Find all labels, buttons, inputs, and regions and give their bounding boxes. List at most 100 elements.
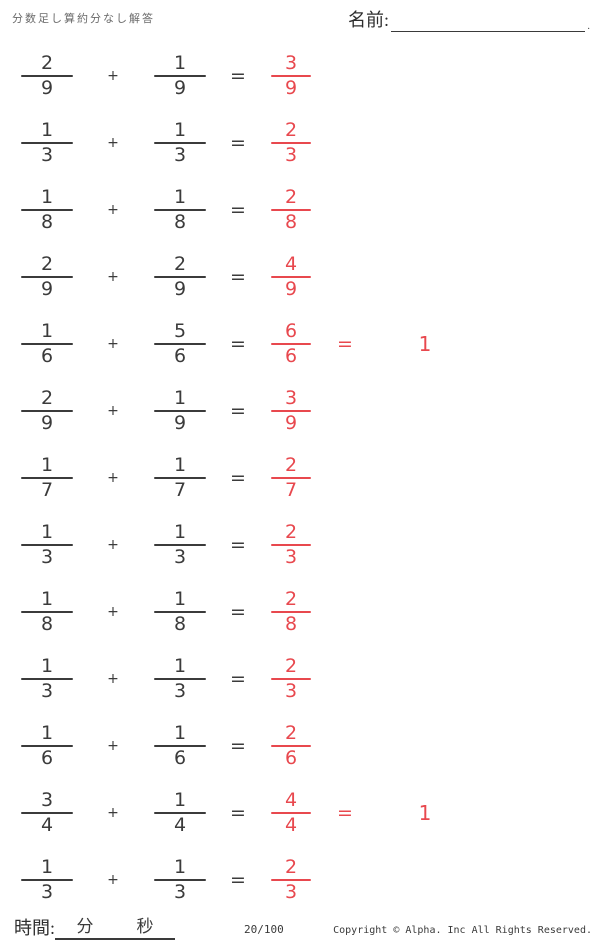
denominator: 9 bbox=[40, 277, 54, 300]
numerator: 1 bbox=[173, 453, 187, 476]
equals-sign: = bbox=[230, 600, 246, 623]
denominator: 9 bbox=[284, 277, 298, 300]
denominator: 3 bbox=[40, 143, 54, 166]
equals-sign: = bbox=[230, 198, 246, 221]
fraction-bar bbox=[154, 342, 206, 345]
minute-label: 分 bbox=[76, 917, 94, 936]
fraction-bar bbox=[271, 275, 311, 278]
denominator: 6 bbox=[40, 344, 54, 367]
numerator: 2 bbox=[40, 386, 54, 409]
fraction-bar bbox=[154, 543, 206, 546]
plus-operator: + bbox=[107, 67, 119, 84]
denominator: 6 bbox=[40, 746, 54, 769]
fraction-bar bbox=[271, 208, 311, 211]
numerator: 3 bbox=[40, 788, 54, 811]
extra-equals-sign: = bbox=[337, 332, 353, 355]
numerator: 6 bbox=[284, 319, 298, 342]
fraction-bar bbox=[271, 677, 311, 680]
numerator: 2 bbox=[284, 520, 298, 543]
denominator: 9 bbox=[40, 411, 54, 434]
numerator: 2 bbox=[173, 252, 187, 275]
fraction-bar bbox=[271, 744, 311, 747]
page-number: 20/100 bbox=[244, 923, 284, 936]
fraction-bar bbox=[271, 141, 311, 144]
fraction-bar bbox=[21, 74, 73, 77]
plus-operator: + bbox=[107, 335, 119, 352]
fraction-bar bbox=[271, 74, 311, 77]
fraction-bar bbox=[271, 476, 311, 479]
fraction-bar bbox=[154, 141, 206, 144]
numerator: 1 bbox=[173, 386, 187, 409]
denominator: 9 bbox=[173, 411, 187, 434]
numerator: 1 bbox=[40, 721, 54, 744]
denominator: 7 bbox=[40, 478, 54, 501]
fraction-bar bbox=[21, 677, 73, 680]
denominator: 3 bbox=[173, 880, 187, 903]
denominator: 3 bbox=[40, 545, 54, 568]
numerator: 2 bbox=[284, 855, 298, 878]
numerator: 1 bbox=[173, 788, 187, 811]
equals-sign: = bbox=[230, 801, 246, 824]
plus-operator: + bbox=[107, 804, 119, 821]
numerator: 3 bbox=[284, 386, 298, 409]
denominator: 3 bbox=[284, 143, 298, 166]
fraction-bar bbox=[154, 476, 206, 479]
numerator: 1 bbox=[173, 587, 187, 610]
denominator: 3 bbox=[284, 679, 298, 702]
denominator: 4 bbox=[40, 813, 54, 836]
denominator: 4 bbox=[284, 813, 298, 836]
fraction-bar bbox=[154, 275, 206, 278]
numerator: 2 bbox=[40, 51, 54, 74]
fraction-bar bbox=[21, 610, 73, 613]
name-blank-line bbox=[391, 10, 586, 32]
numerator: 1 bbox=[40, 855, 54, 878]
numerator: 2 bbox=[40, 252, 54, 275]
equals-sign: = bbox=[230, 332, 246, 355]
fraction-bar bbox=[21, 141, 73, 144]
numerator: 1 bbox=[40, 185, 54, 208]
fraction-bar bbox=[21, 543, 73, 546]
numerator: 1 bbox=[40, 654, 54, 677]
numerator: 2 bbox=[284, 185, 298, 208]
denominator: 7 bbox=[284, 478, 298, 501]
equals-sign: = bbox=[230, 399, 246, 422]
denominator: 9 bbox=[173, 277, 187, 300]
denominator: 3 bbox=[40, 679, 54, 702]
denominator: 8 bbox=[284, 210, 298, 233]
fraction-bar bbox=[154, 811, 206, 814]
numerator: 1 bbox=[40, 319, 54, 342]
plus-operator: + bbox=[107, 603, 119, 620]
fraction-bar bbox=[154, 878, 206, 881]
equals-sign: = bbox=[230, 667, 246, 690]
time-label: 時間: bbox=[14, 918, 56, 938]
numerator: 2 bbox=[284, 587, 298, 610]
plus-operator: + bbox=[107, 201, 119, 218]
denominator: 3 bbox=[173, 545, 187, 568]
